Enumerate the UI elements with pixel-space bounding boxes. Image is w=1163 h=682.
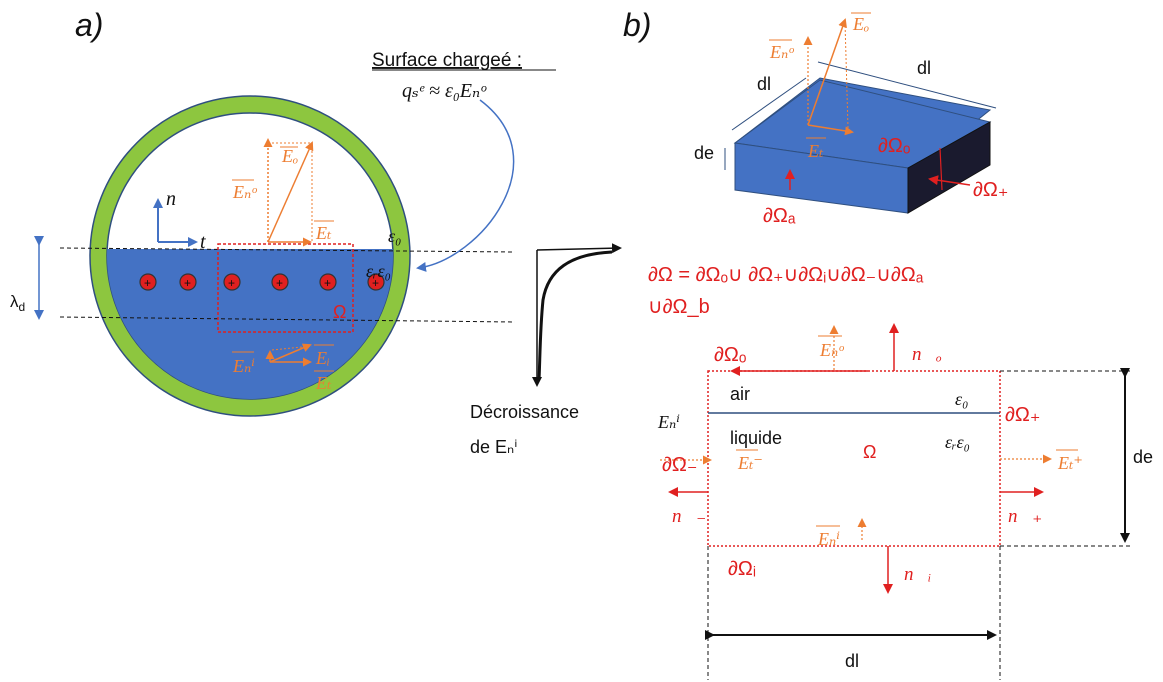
omega-label-b: Ω: [863, 442, 876, 462]
domega-plus-label-3d: ∂Ω₊: [973, 179, 1008, 201]
domega-a-label-3d: ∂Ωₐ: [763, 205, 796, 227]
ei-label-a: Eᵢ: [315, 348, 330, 368]
eps0-label-b: ε₀: [955, 389, 968, 409]
charge-sign-4: +: [276, 276, 283, 290]
t-vector-label: t⃗: [200, 231, 221, 253]
eni-label-2d-bottom: Eₙⁱ: [817, 529, 840, 549]
liquid-region: [107, 249, 393, 399]
dl-label-2d: dl: [845, 651, 859, 671]
et-label-b: Eₜ: [807, 141, 824, 161]
epsr-eps0-label-b: εᵣε₀: [945, 432, 970, 452]
dl-line-left: [731, 77, 807, 131]
eni-label-a: Eₙⁱ: [232, 356, 255, 376]
charges: + + + + + +: [139, 273, 385, 291]
decroissance-line1: Décroissance: [470, 402, 579, 422]
union-formula-line2: ∪∂Ω_b: [648, 296, 710, 318]
dl-label-3d-left: dl: [757, 74, 771, 94]
de-label-3d: de: [694, 143, 714, 163]
eo-arrow-a: [267, 141, 314, 243]
lambda-upper-line: [59, 247, 516, 253]
slab-red-edge: [939, 147, 943, 191]
omega-label-a: Ω: [333, 302, 346, 322]
eo-arrow-b: [807, 18, 847, 126]
et-arrow-b: [807, 124, 854, 136]
dl-label-3d-right: dl: [917, 58, 931, 78]
domega-minus-label: ∂Ω₋: [662, 454, 697, 476]
surface-title: Surface chargeé :: [372, 50, 522, 71]
slab-side: [907, 121, 991, 214]
part-b-label: b): [623, 7, 651, 43]
surface-pointer-arrow: [416, 99, 515, 272]
domega-i-label: ∂Ωᵢ: [728, 558, 756, 580]
domega-o-label-2d: ∂Ωₒ: [714, 344, 746, 366]
n-minus-label: n⃗₋: [672, 506, 706, 527]
part-a-label: a): [75, 7, 103, 43]
dl-line-right: [817, 61, 997, 109]
domega-o-label-3d: ∂Ωₒ: [878, 135, 910, 157]
charge-sign-2: +: [184, 276, 191, 290]
n-vector-label: n⃗: [166, 188, 192, 210]
et-label-a: Eₜ: [315, 223, 332, 243]
domega-plus-arrow-3d: [928, 175, 971, 186]
air-label: air: [730, 384, 750, 404]
ei-dotted-a: [271, 345, 313, 351]
ei-arrow-a: [269, 343, 312, 363]
omega-box: [217, 243, 354, 333]
eo-dotted-b: [844, 21, 849, 129]
n-o-label: n⃗ₒ: [912, 344, 942, 365]
n-i-label: n⃗ᵢ: [904, 564, 931, 585]
eo-label-b: Eₒ: [852, 14, 869, 34]
lambda-d-label: λd: [10, 292, 25, 314]
domega-plus-label-2d: ∂Ω₊: [1005, 404, 1040, 426]
eno-label-2d: Eₙᵒ: [819, 340, 844, 360]
decay-plot: [532, 243, 622, 387]
de-label-2d: de: [1133, 447, 1153, 467]
epsr-eps0-label-a: εᵣε₀: [366, 261, 391, 281]
eno-label-b: Eₙᵒ: [769, 42, 794, 62]
eni-label-2d-left: Eₙⁱ: [657, 412, 680, 432]
eps0-label-a: ε₀: [388, 226, 401, 246]
charge-sign-6: +: [372, 276, 379, 290]
eo-label-a: Eₒ: [281, 146, 298, 166]
charge-sign-3: +: [228, 276, 235, 290]
decroissance-line2: de Eₙⁱ: [470, 437, 517, 457]
et-minus-label: Eₜ⁻: [737, 453, 763, 473]
surface-formula: qₛᵉ ≈ ε₀Eₙᵒ: [402, 80, 487, 102]
n-plus-label: n⃗₊: [1008, 506, 1042, 527]
union-formula-line1: ∂Ω = ∂Ωₒ∪ ∂Ω₊∪∂Ωᵢ∪∂Ω₋∪∂Ωₐ: [648, 264, 924, 286]
liquide-label: liquide: [730, 428, 782, 448]
lambda-lower-line: [59, 316, 516, 323]
charge-sign-5: +: [324, 276, 331, 290]
et-plus-label: Eₜ⁺: [1057, 453, 1083, 473]
et-label-a2: Eₜ: [315, 373, 332, 393]
eno-label-a: Eₙᵒ: [232, 182, 257, 202]
charge-sign-1: +: [144, 276, 151, 290]
